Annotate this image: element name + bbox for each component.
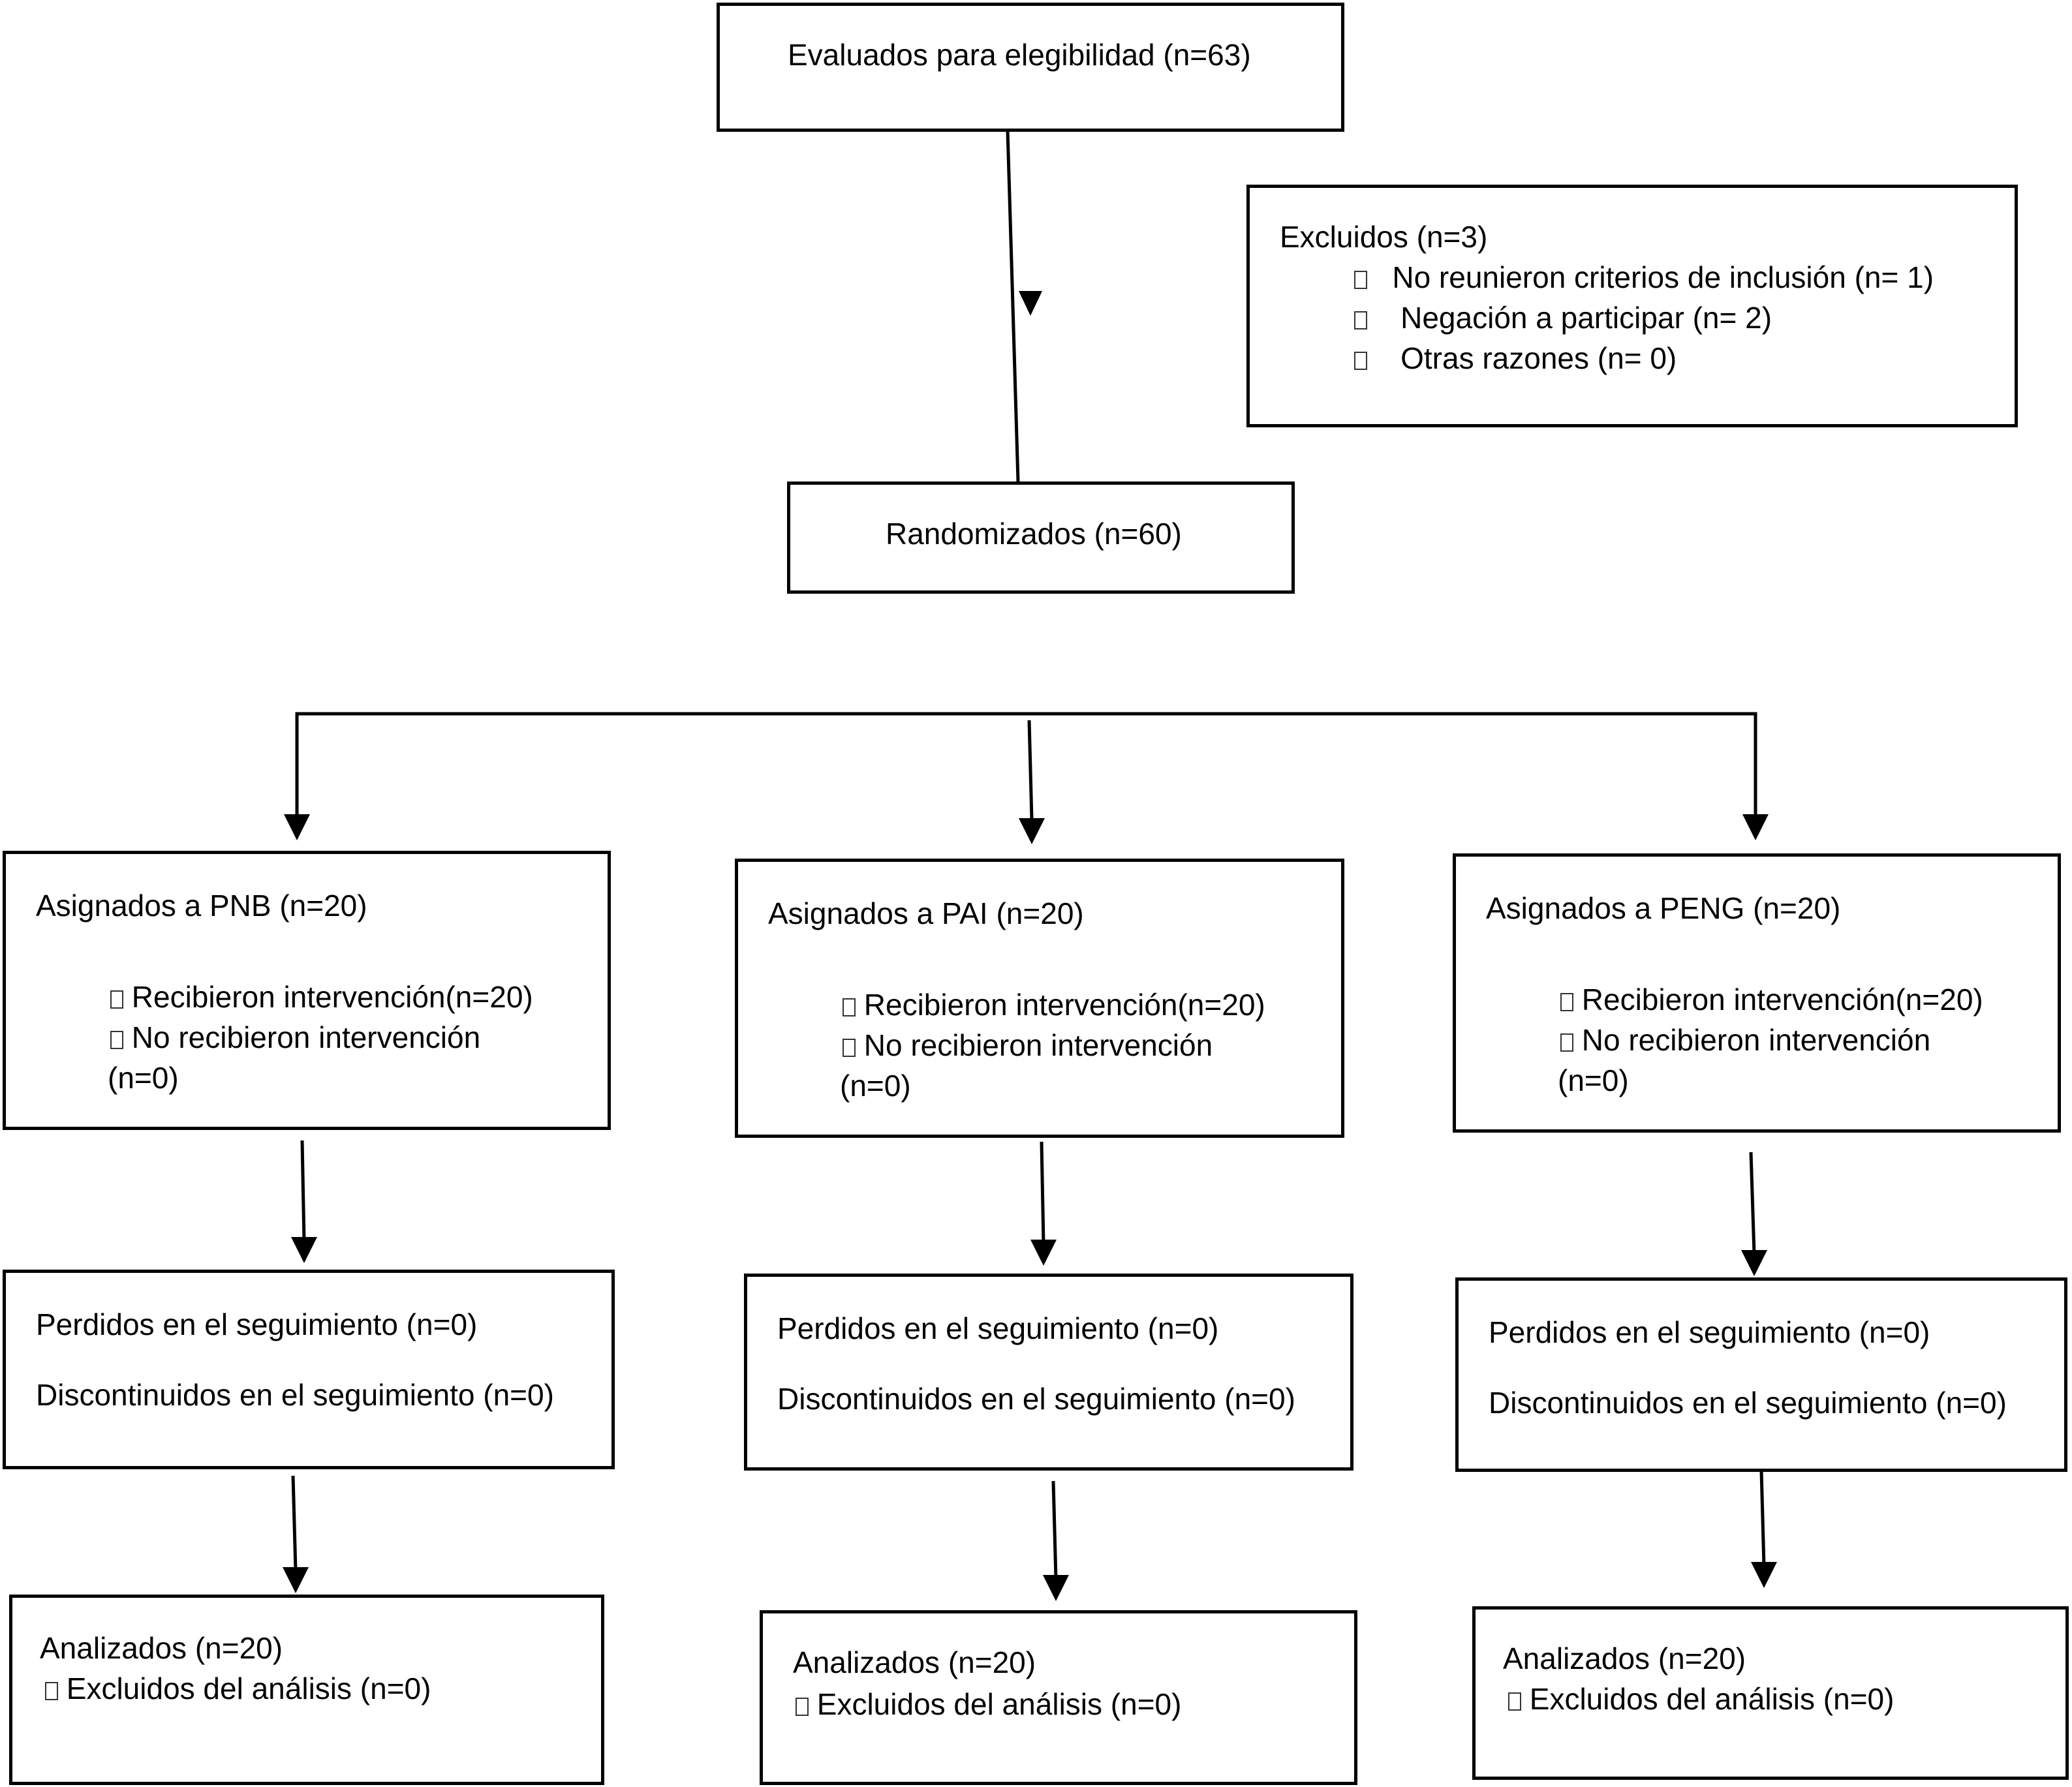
not-received-text: No recibieron intervención xyxy=(1581,1023,1931,1057)
arrowhead-down-icon xyxy=(1019,818,1045,844)
randomized-box: Randomizados (n=60) xyxy=(787,481,1295,594)
arrowhead-down-icon xyxy=(1019,291,1042,316)
excluded-item-text: No reunieron criterios de inclusión (n= … xyxy=(1392,260,1934,294)
connector-peng-allocation-to-followup xyxy=(1749,1152,1756,1255)
not-received-text: No recibieron intervención xyxy=(863,1028,1213,1062)
excluded-analysis-text: Excluidos del análisis (n=0) xyxy=(816,1687,1182,1721)
excluded-analysis-text: Excluidos del análisis (n=0) xyxy=(66,1672,431,1705)
discontinued-label: Discontinuidos en el seguimiento (n=0) xyxy=(1489,1386,2007,1420)
excluded-item-text: Otras razones (n= 0) xyxy=(1400,341,1677,375)
allocation-box-pnb: Asignados a PNB (n=20) Recibieron interv… xyxy=(3,851,611,1130)
arrowhead-down-icon xyxy=(1741,1250,1767,1276)
followup-box-pnb: Perdidos en el seguimiento (n=0) Discont… xyxy=(3,1270,615,1469)
lost-followup-label: Perdidos en el seguimiento (n=0) xyxy=(777,1311,1219,1345)
excluded-box: Excluidos (n=3) No reunieron criterios d… xyxy=(1246,185,2018,427)
arrowhead-down-icon xyxy=(283,1567,309,1593)
not-received-item: No recibieron intervención xyxy=(110,1022,480,1052)
analyzed-label: Analizados (n=20) xyxy=(1503,1642,1746,1675)
excluded-item: Negación a participar (n= 2) xyxy=(1354,303,1772,333)
connector-pnb-allocation-to-followup xyxy=(300,1140,306,1242)
eligibility-box: Evaluados para elegibilidad (n=63) xyxy=(717,3,1344,132)
excluded-analysis-item: Excluidos del análisis (n=0) xyxy=(1508,1684,1894,1714)
empty-square-icon xyxy=(110,1031,123,1049)
analyzed-label: Analizados (n=20) xyxy=(793,1645,1036,1679)
analysis-box-pnb: Analizados (n=20) Excluidos del análisis… xyxy=(9,1595,604,1785)
empty-square-icon xyxy=(45,1682,58,1700)
randomized-label: Randomizados (n=60) xyxy=(886,517,1182,551)
arrowhead-down-icon xyxy=(284,814,310,840)
discontinued-label: Discontinuidos en el seguimiento (n=0) xyxy=(36,1378,554,1412)
excluded-label: Excluidos (n=3) xyxy=(1280,220,1488,254)
allocation-label: Asignados a PNB (n=20) xyxy=(36,889,367,923)
empty-square-icon xyxy=(1508,1692,1521,1711)
arrowhead-down-icon xyxy=(1043,1575,1069,1601)
excluded-item: Otras razones (n= 0) xyxy=(1354,343,1677,373)
empty-square-icon xyxy=(843,1039,856,1057)
not-received-item: No recibieron intervención xyxy=(843,1030,1213,1060)
connector-pnb-followup-to-analysis xyxy=(291,1475,298,1572)
lost-followup-label: Perdidos en el seguimiento (n=0) xyxy=(36,1307,478,1341)
not-received-item: No recibieron intervención xyxy=(1560,1025,1930,1055)
allocation-label: Asignados a PENG (n=20) xyxy=(1486,891,1841,925)
received-item: Recibieron intervención(n=20) xyxy=(1560,985,1983,1015)
empty-square-icon xyxy=(843,998,856,1016)
eligibility-label: Evaluados para elegibilidad (n=63) xyxy=(788,38,1251,72)
empty-square-icon xyxy=(1560,993,1573,1011)
not-received-text: No recibieron intervención xyxy=(131,1020,481,1054)
analysis-box-pai: Analizados (n=20) Excluidos del análisis… xyxy=(760,1610,1357,1785)
received-text: Recibieron intervención(n=20) xyxy=(1581,983,1983,1016)
allocation-label: Asignados a PAI (n=20) xyxy=(768,896,1084,930)
analysis-box-peng: Analizados (n=20) Excluidos del análisis… xyxy=(1472,1606,2069,1780)
arrowhead-down-icon xyxy=(291,1237,317,1263)
empty-square-icon xyxy=(1354,311,1367,329)
excluded-item: No reunieron criterios de inclusión (n= … xyxy=(1354,262,1934,292)
followup-box-peng: Perdidos en el seguimiento (n=0) Discont… xyxy=(1455,1277,2067,1472)
connector-eligibility-to-randomized xyxy=(1006,130,1020,482)
analyzed-label: Analizados (n=20) xyxy=(40,1631,283,1665)
not-received-count: (n=0) xyxy=(1558,1063,1629,1097)
followup-box-pai: Perdidos en el seguimiento (n=0) Discont… xyxy=(744,1274,1353,1471)
received-text: Recibieron intervención(n=20) xyxy=(863,988,1265,1022)
received-item: Recibieron intervención(n=20) xyxy=(843,990,1265,1020)
allocation-box-peng: Asignados a PENG (n=20) Recibieron inter… xyxy=(1453,853,2061,1133)
received-text: Recibieron intervención(n=20) xyxy=(131,980,533,1014)
connector-branch-middle xyxy=(1027,720,1034,820)
received-item: Recibieron intervención(n=20) xyxy=(110,982,533,1012)
arrowhead-down-icon xyxy=(1742,814,1769,840)
empty-square-icon xyxy=(110,990,123,1009)
allocation-box-pai: Asignados a PAI (n=20) Recibieron interv… xyxy=(735,859,1344,1138)
connector-pai-followup-to-analysis xyxy=(1051,1480,1058,1580)
excluded-analysis-item: Excluidos del análisis (n=0) xyxy=(45,1673,431,1703)
connector-randomized-branch xyxy=(295,712,1757,834)
empty-square-icon xyxy=(1354,352,1367,370)
empty-square-icon xyxy=(1354,271,1367,289)
arrowhead-down-icon xyxy=(1030,1240,1057,1266)
lost-followup-label: Perdidos en el seguimiento (n=0) xyxy=(1489,1315,1930,1349)
excluded-analysis-item: Excluidos del análisis (n=0) xyxy=(796,1689,1181,1719)
empty-square-icon xyxy=(796,1698,809,1716)
excluded-analysis-text: Excluidos del análisis (n=0) xyxy=(1529,1682,1894,1716)
connector-peng-followup-to-analysis xyxy=(1759,1470,1766,1566)
empty-square-icon xyxy=(1560,1033,1573,1052)
discontinued-label: Discontinuidos en el seguimiento (n=0) xyxy=(777,1382,1295,1416)
not-received-count: (n=0) xyxy=(108,1061,179,1095)
connector-pai-allocation-to-followup xyxy=(1040,1141,1045,1244)
arrowhead-down-icon xyxy=(1751,1562,1777,1588)
excluded-item-text: Negación a participar (n= 2) xyxy=(1400,301,1772,335)
not-received-count: (n=0) xyxy=(840,1069,911,1103)
